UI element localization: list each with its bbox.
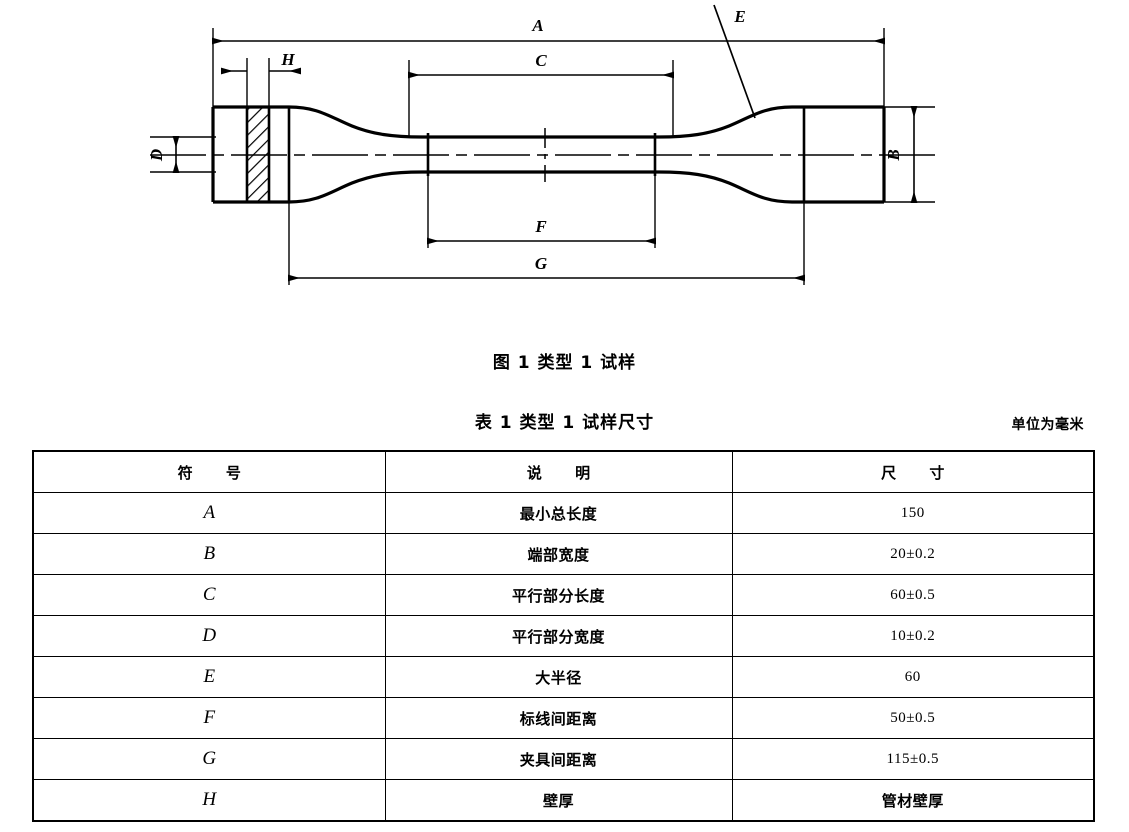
table-row: D 平行部分宽度 10±0.2 (32, 615, 1095, 657)
cell-description: 夹具间距离 (384, 738, 733, 780)
cell-symbol: B (32, 533, 386, 575)
cell-description: 端部宽度 (384, 533, 733, 575)
cell-symbol: G (32, 738, 386, 780)
dimension-G: G (288, 254, 805, 282)
cell-dimension: 20±0.2 (731, 533, 1095, 575)
table-header-row: 符 号 说 明 尺 寸 (32, 450, 1095, 493)
table-caption: 表 1 类型 1 试样尺寸 (474, 413, 655, 433)
cell-dimension: 10±0.2 (731, 615, 1095, 657)
cell-symbol: D (32, 615, 386, 657)
cell-symbol: C (32, 574, 386, 616)
dimension-H: H (221, 50, 301, 75)
cell-symbol: A (32, 492, 386, 534)
specimen-drawing-svg: A C H E D B F (147, 4, 935, 285)
cell-description: 标线间距离 (384, 697, 733, 739)
dimension-label-G: G (535, 254, 548, 273)
table-row: C 平行部分长度 60±0.5 (32, 574, 1095, 616)
cell-symbol: H (32, 779, 386, 822)
unit-note: 单位为毫米 (1011, 417, 1084, 433)
cell-dimension: 60 (731, 656, 1095, 698)
dimension-label-F: F (534, 217, 547, 236)
cell-dimension: 50±0.5 (731, 697, 1095, 739)
cell-dimension: 115±0.5 (731, 738, 1095, 780)
cell-dimension: 150 (731, 492, 1095, 534)
dimension-label-E: E (733, 7, 745, 26)
table-row: G 夹具间距离 115±0.5 (32, 738, 1095, 780)
dimension-label-D: D (147, 149, 166, 162)
dimension-label-B: B (884, 149, 903, 161)
cell-symbol: F (32, 697, 386, 739)
cell-dimension: 60±0.5 (731, 574, 1095, 616)
dimension-F: F (427, 217, 656, 245)
cell-description: 平行部分宽度 (384, 615, 733, 657)
column-header-dimension: 尺 寸 (731, 450, 1095, 493)
table-row: H 壁厚 管材壁厚 (32, 779, 1095, 822)
dimension-C: C (408, 51, 674, 79)
cell-description: 壁厚 (384, 779, 733, 822)
cell-description: 平行部分长度 (384, 574, 733, 616)
dimension-E: E (713, 4, 756, 119)
table-row: B 端部宽度 20±0.2 (32, 533, 1095, 575)
dimension-table: 符 号 说 明 尺 寸 A 最小总长度 150 B 端部宽度 20±0.2 C … (32, 450, 1095, 822)
table-row: E 大半径 60 (32, 656, 1095, 698)
cell-symbol: E (32, 656, 386, 698)
column-header-symbol: 符 号 (32, 450, 386, 493)
dimension-label-A: A (531, 16, 543, 35)
column-header-description: 说 明 (384, 450, 733, 493)
dimension-label-C: C (535, 51, 547, 70)
dimension-label-H: H (280, 50, 295, 69)
dimension-B: B (884, 106, 918, 203)
dimension-D: D (147, 136, 180, 173)
figure-caption: 图 1 类型 1 试样 (492, 353, 637, 373)
cell-dimension: 管材壁厚 (731, 779, 1095, 822)
dimension-A: A (212, 16, 885, 45)
table-row: A 最小总长度 150 (32, 492, 1095, 534)
cell-description: 最小总长度 (384, 492, 733, 534)
specimen-drawing: A C H E D B F (0, 0, 1129, 320)
cell-description: 大半径 (384, 656, 733, 698)
table-row: F 标线间距离 50±0.5 (32, 697, 1095, 739)
